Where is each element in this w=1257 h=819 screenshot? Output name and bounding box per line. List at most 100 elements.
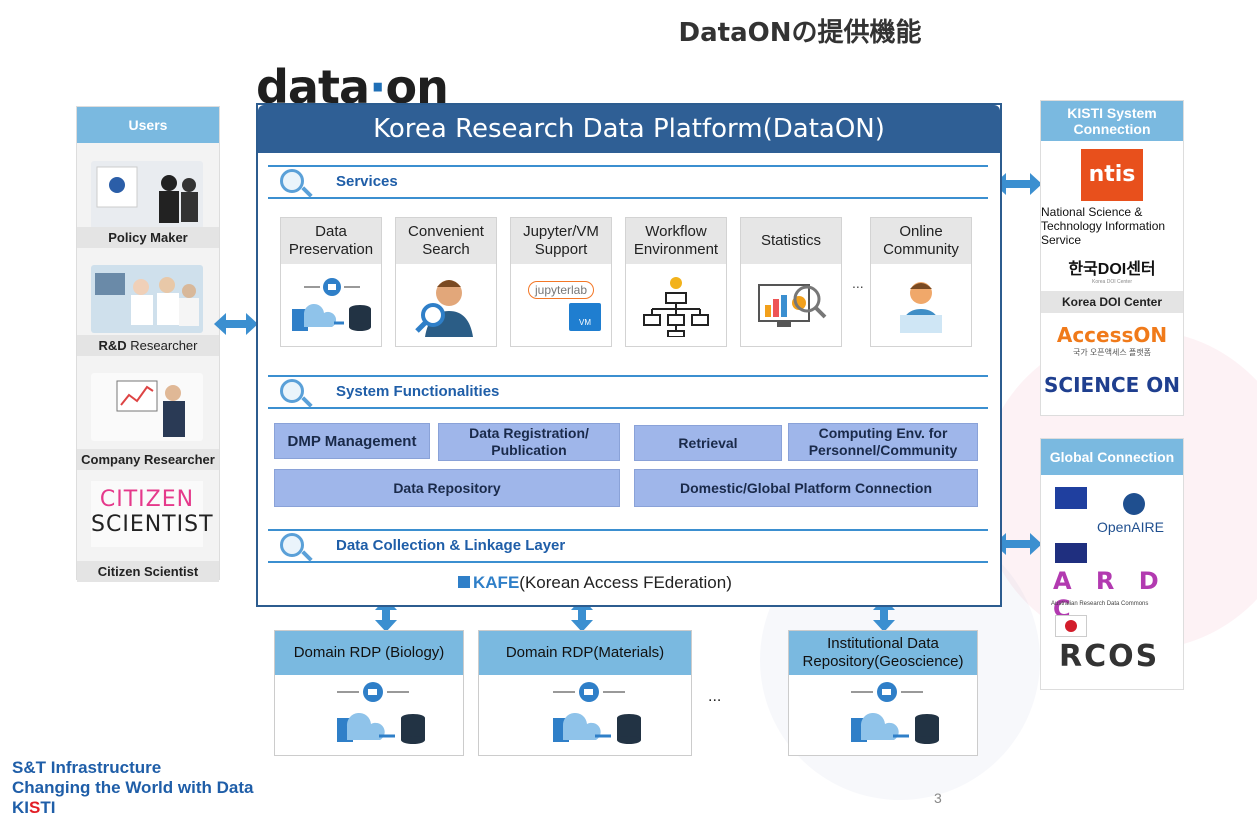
user-label: Citizen Scientist	[77, 561, 219, 582]
openaire-logo: OpenAIRE	[1097, 519, 1164, 535]
domain-arrow-3	[873, 598, 895, 632]
ntis-logo: ntis	[1081, 149, 1143, 201]
logo-dot: ·	[369, 60, 387, 114]
kisti-part-3: TI	[40, 798, 56, 817]
statistics-icon	[741, 268, 841, 344]
scientist-text: SCIENTIST	[91, 512, 214, 537]
global-platform-arrow	[994, 533, 1042, 555]
kisti-header: KISTI System Connection	[1041, 101, 1183, 141]
page-number: 3	[934, 790, 942, 806]
accesson-logo: AccessON 국가 오픈액세스 플랫폼	[1041, 323, 1183, 358]
rd-researcher-image	[91, 265, 203, 333]
domain-rdp-biology[interactable]: Domain RDP (Biology)	[274, 630, 464, 756]
func-computing-env[interactable]: Computing Env. for Personnel/Community	[788, 423, 978, 461]
service-label: Workflow Environment	[626, 218, 726, 264]
domain-arrow-1	[375, 598, 397, 632]
global-panel: Global Connection OpenAIRE A R D C Austr…	[1040, 438, 1184, 690]
service-label: Online Community	[871, 218, 971, 264]
users-platform-arrow	[214, 313, 258, 335]
scienceon-logo: SCIENCE ON	[1044, 373, 1180, 397]
japan-flag-circle	[1065, 620, 1077, 632]
openaire-logo-icon	[1123, 493, 1145, 515]
vm-monitor: VM	[569, 303, 601, 331]
platform-box: Korea Research Data Platform(DataON) Ser…	[256, 103, 1002, 607]
services-title: Services	[336, 173, 398, 190]
func-platform-connection[interactable]: Domestic/Global Platform Connection	[634, 469, 978, 507]
kafe-logo-icon	[458, 576, 470, 588]
service-jupyter-vm[interactable]: Jupyter/VM Support jupyterlab VM	[510, 217, 612, 347]
data-preservation-icon	[789, 677, 977, 753]
kisti-part-1: KI	[12, 798, 29, 817]
func-dmp-management[interactable]: DMP Management	[274, 423, 430, 459]
jupyter-vm-icon: jupyterlab VM	[511, 268, 611, 344]
user-label: Company Researcher	[77, 449, 219, 470]
users-header: Users	[77, 107, 219, 143]
kafe-text: (Korean Access FEderation)	[519, 573, 732, 592]
domain-title: Domain RDP(Materials)	[479, 631, 691, 675]
footer: S&T Infrastructure Changing the World wi…	[12, 758, 253, 818]
domain-geoscience[interactable]: Institutional Data Repository(Geoscience…	[788, 630, 978, 756]
accesson-text: AccessON	[1056, 323, 1168, 347]
service-convenient-search[interactable]: Convenient Search	[395, 217, 497, 347]
service-data-preservation[interactable]: Data Preservation	[280, 217, 382, 347]
magnifier-icon	[280, 169, 304, 193]
services-ellipsis: ...	[852, 275, 864, 291]
workflow-icon	[626, 268, 726, 344]
japan-flag-icon	[1055, 615, 1087, 637]
kisti-platform-arrow	[994, 173, 1042, 195]
citizen-scientist-image: CITIZEN SCIENTIST	[91, 481, 214, 547]
global-header: Global Connection	[1041, 439, 1183, 475]
kisti-part-2: S	[29, 798, 41, 817]
functionalities-section-bar: System Functionalities	[268, 375, 988, 409]
service-online-community[interactable]: Online Community	[870, 217, 972, 347]
func-retrieval[interactable]: Retrieval	[634, 425, 782, 461]
ntis-label: National Science & Technology Informatio…	[1041, 205, 1166, 247]
user-policy-maker[interactable]: Policy Maker	[77, 143, 219, 248]
data-preservation-icon	[281, 268, 381, 344]
func-data-registration[interactable]: Data Registration/ Publication	[438, 423, 620, 461]
user-rd-researcher[interactable]: R&D Researcher	[77, 247, 219, 357]
slide-title: DataONの提供機能	[678, 18, 922, 48]
domain-title: Institutional Data Repository(Geoscience…	[789, 631, 977, 675]
platform-title: Korea Research Data Platform(DataON)	[258, 105, 1000, 153]
service-label: Data Preservation	[281, 218, 381, 264]
user-label-bold: R&D	[98, 338, 127, 353]
doi-logo-small: Korea DOI Center	[1091, 279, 1133, 285]
service-statistics[interactable]: Statistics	[740, 217, 842, 347]
user-label-rest: Researcher	[126, 338, 198, 353]
user-label: R&D Researcher	[77, 335, 219, 356]
accesson-sub: 국가 오픈액세스 플랫폼	[1072, 348, 1152, 357]
person-search-icon	[396, 268, 496, 344]
domain-arrow-2	[571, 598, 593, 632]
service-label: Statistics	[741, 218, 841, 264]
services-section-bar: Services	[268, 165, 988, 199]
user-company-researcher[interactable]: Company Researcher	[77, 357, 219, 470]
data-preservation-icon	[275, 677, 463, 753]
kafe-logo: KAFE	[473, 573, 520, 592]
data-preservation-icon	[479, 677, 691, 753]
functionalities-title: System Functionalities	[336, 383, 500, 400]
service-label: Convenient Search	[396, 218, 496, 264]
user-citizen-scientist[interactable]: CITIZEN SCIENTIST Citizen Scientist	[77, 467, 219, 582]
doi-label: Korea DOI Center	[1041, 291, 1183, 313]
citizen-text: CITIZEN	[99, 487, 195, 512]
kisti-panel: KISTI System Connection ntis National Sc…	[1040, 100, 1184, 416]
domains-ellipsis: ...	[708, 688, 722, 705]
domain-rdp-materials[interactable]: Domain RDP(Materials)	[478, 630, 692, 756]
magnifier-icon	[280, 379, 304, 403]
domain-title: Domain RDP (Biology)	[275, 631, 463, 675]
doi-logo: 한국DOI센터 Korea DOI Center	[1041, 255, 1183, 287]
doi-logo-text: 한국DOI센터	[1068, 261, 1156, 278]
func-data-repository[interactable]: Data Repository	[274, 469, 620, 507]
australia-flag-icon	[1055, 543, 1087, 563]
jupyterlab-logo: jupyterlab	[527, 281, 595, 299]
service-workflow[interactable]: Workflow Environment	[625, 217, 727, 347]
footer-line-1: S&T Infrastructure	[12, 758, 162, 777]
service-label: Jupyter/VM Support	[511, 218, 611, 264]
collection-section-bar: Data Collection & Linkage Layer	[268, 529, 988, 563]
footer-kisti: KISTI	[12, 798, 253, 818]
user-label: Policy Maker	[77, 227, 219, 248]
community-icon	[871, 268, 971, 344]
eu-flag-icon	[1055, 487, 1087, 509]
company-researcher-image	[91, 373, 203, 441]
